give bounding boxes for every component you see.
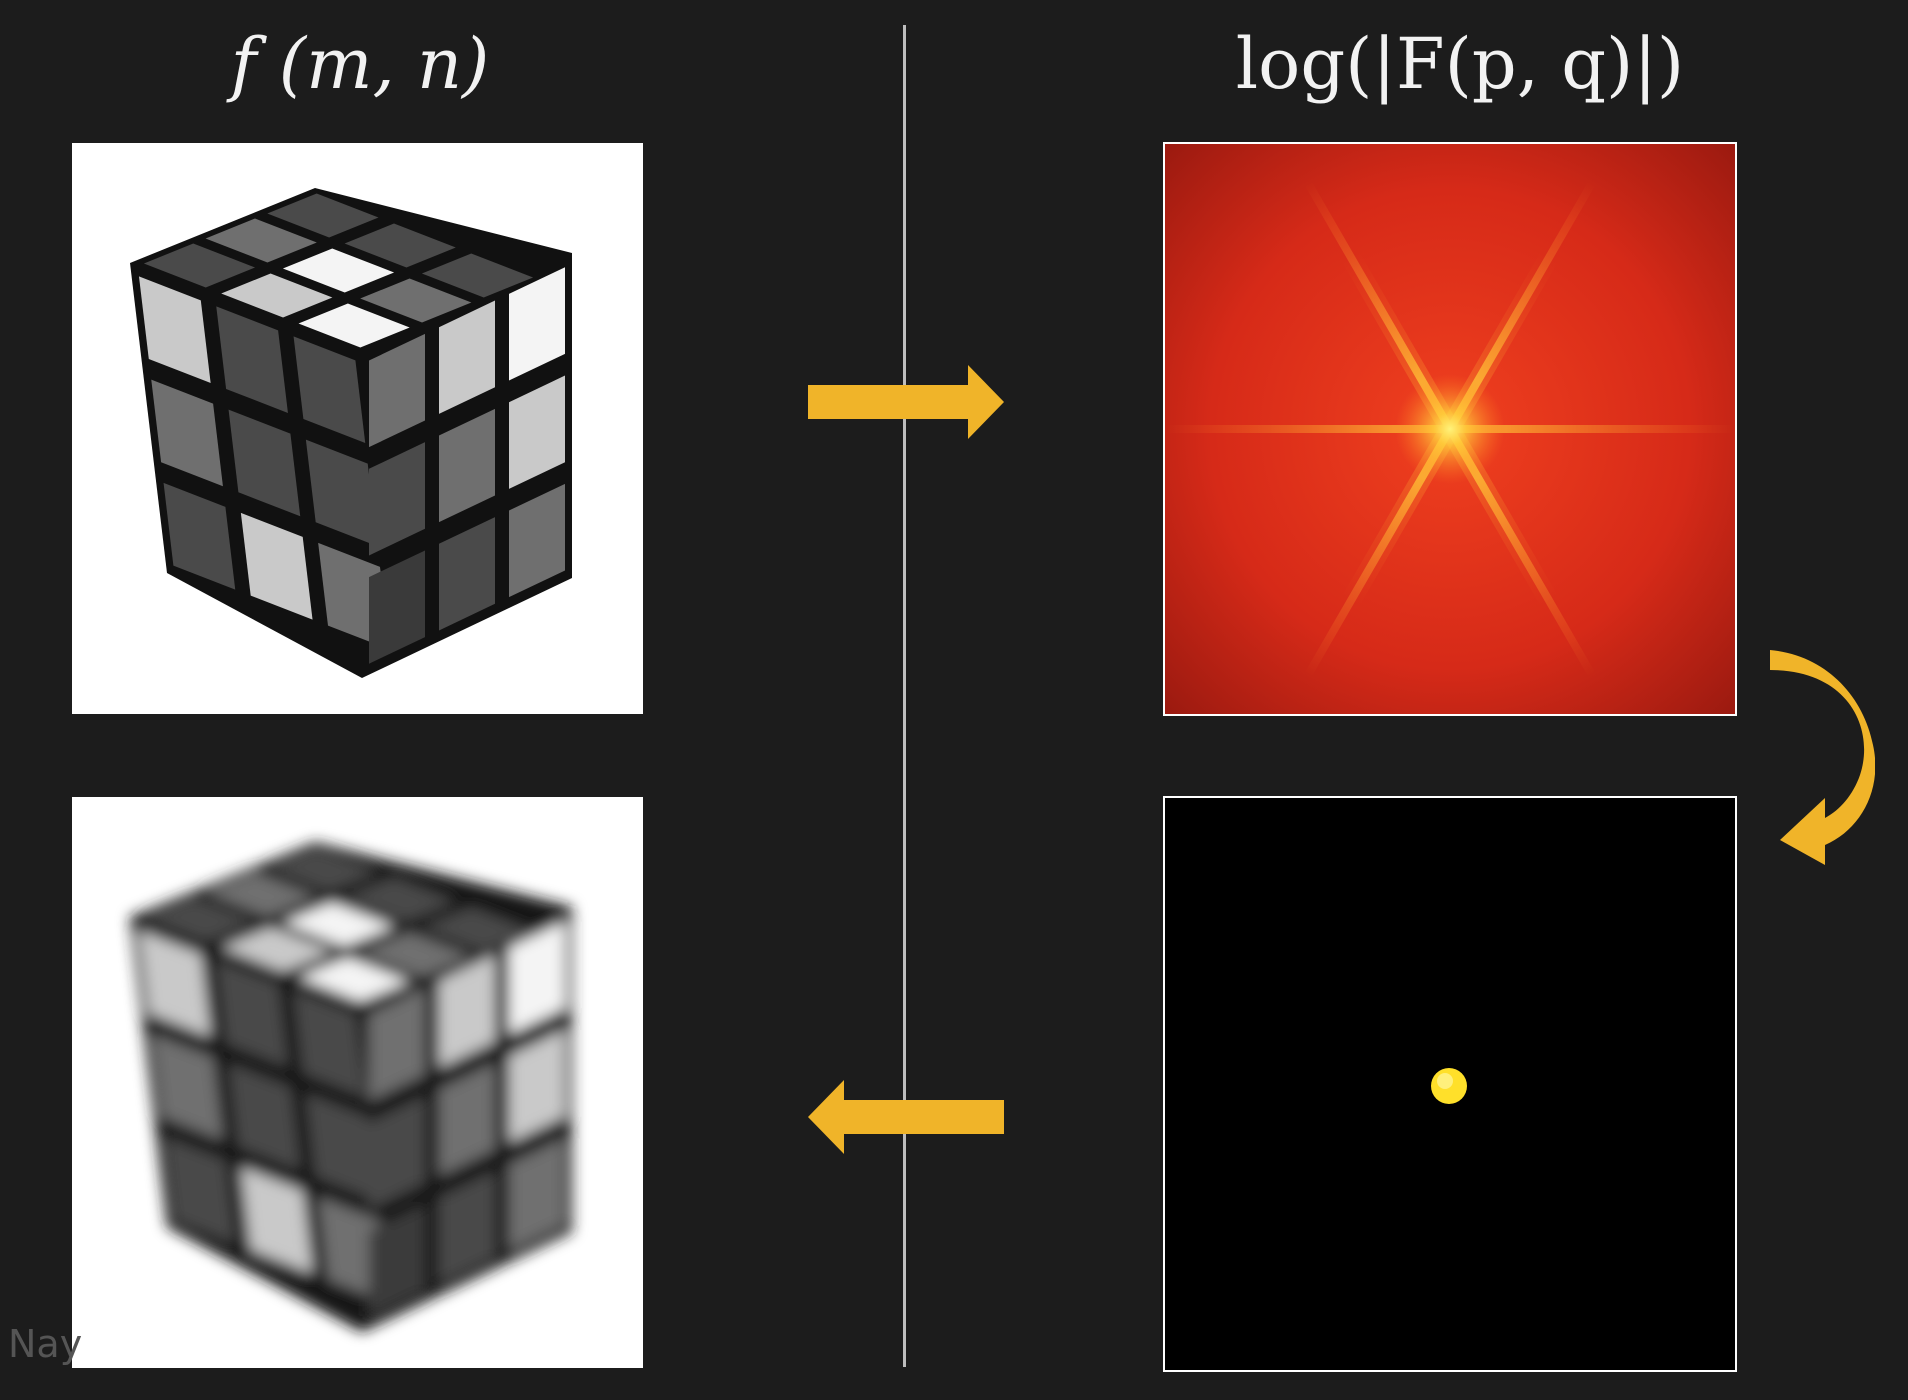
cube-sticker <box>138 276 211 383</box>
cube-sticker <box>509 267 565 381</box>
left-arrow-icon <box>808 1080 1004 1154</box>
cube-sticker <box>298 303 410 348</box>
curved-arrow-icon <box>1770 650 1875 865</box>
cube-sticker <box>369 442 425 556</box>
cube-sticker <box>143 897 256 942</box>
cube-sticker <box>439 954 495 1068</box>
cube-sticker <box>439 517 495 631</box>
cube-sticker <box>509 1137 565 1252</box>
cube-sticker <box>216 960 288 1067</box>
filtered-cube-image <box>72 797 643 1368</box>
cube-sticker <box>344 223 456 268</box>
cube-sticker <box>293 336 366 443</box>
blurred-cube-drawing <box>130 842 572 1332</box>
presenter-watermark: Nay <box>8 1322 83 1366</box>
cube-sticker <box>509 921 565 1035</box>
cube-sticker <box>421 253 534 298</box>
cube-sticker <box>439 1062 495 1177</box>
cube-sticker <box>509 375 565 489</box>
cube-sticker <box>509 483 565 598</box>
cube-sticker <box>344 877 456 922</box>
cube-sticker <box>138 930 211 1037</box>
cube-sticker <box>151 1033 223 1141</box>
cube-sticker <box>240 1166 313 1274</box>
cube-sticker <box>216 306 288 413</box>
cube-sticker <box>221 927 333 972</box>
cube-sticker <box>163 482 236 590</box>
spectrum-drawing <box>1165 144 1735 714</box>
right-arrow-icon <box>808 365 1004 439</box>
cube-sticker <box>267 193 379 238</box>
cube-sticker <box>282 902 395 947</box>
center-divider <box>903 25 906 1367</box>
cube-sticker <box>205 872 317 917</box>
fourier-spectrum-image <box>1163 142 1737 716</box>
cube-sticker <box>369 1204 425 1318</box>
cube-sticker <box>305 1093 378 1201</box>
cube-sticker <box>205 218 317 263</box>
cube-sticker <box>267 847 379 892</box>
cube-sticker <box>228 1063 301 1171</box>
cube-sticker <box>439 1171 495 1285</box>
cube-sticker <box>240 512 313 620</box>
cube-sticker <box>369 333 425 448</box>
cube-sticker <box>439 408 495 523</box>
cube-sticker <box>293 990 366 1097</box>
cube-drawing <box>130 188 572 678</box>
original-cube-image <box>72 143 643 714</box>
cube-sticker <box>439 300 495 414</box>
cube-sticker <box>360 932 472 977</box>
filter-drawing <box>1165 798 1735 1370</box>
cube-sticker <box>151 379 223 487</box>
cube-sticker <box>221 273 333 318</box>
cube-sticker <box>228 409 301 517</box>
cube-sticker <box>298 957 410 1002</box>
spectrum-title: log(|F(p, q)|) <box>1235 23 1685 105</box>
cube-sticker <box>163 1136 236 1244</box>
cube-sticker <box>369 550 425 664</box>
cube-sticker <box>282 248 395 293</box>
cube-sticker <box>143 243 256 288</box>
cube-sticker <box>369 987 425 1102</box>
spatial-image-title: f (m, n) <box>230 23 490 105</box>
cube-sticker <box>421 907 534 952</box>
cube-sticker <box>360 278 472 323</box>
low-pass-filter-image <box>1163 796 1737 1372</box>
cube-sticker <box>509 1029 565 1143</box>
cube-sticker <box>305 439 378 547</box>
cube-sticker <box>369 1096 425 1210</box>
